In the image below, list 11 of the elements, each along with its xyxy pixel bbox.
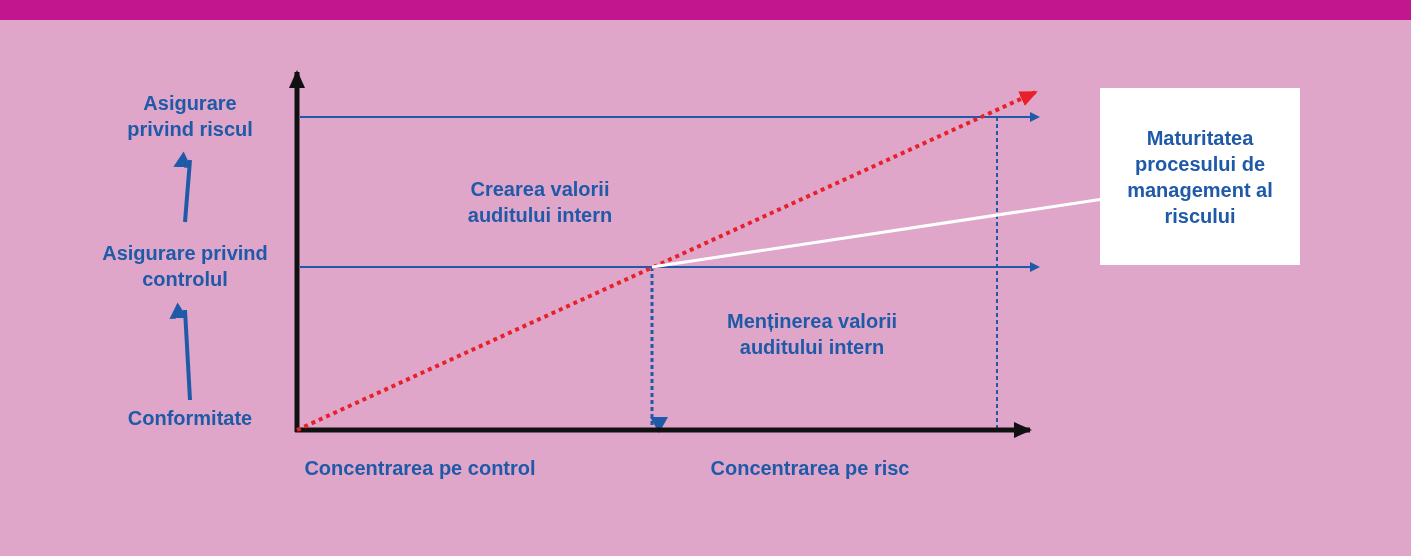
axis-label: Concentrarea pe control [303, 456, 537, 481]
arrow [169, 302, 192, 401]
region-label: Crearea valorii auditului intern [466, 177, 614, 228]
leader-line [651, 198, 1101, 269]
callout-box: Maturitatea procesului de management al riscului [1100, 88, 1300, 265]
axis-label: Concentrarea pe risc [709, 456, 911, 481]
level-label: Asigurare privind riscul [110, 76, 270, 156]
level-label: Conformitate [100, 404, 280, 432]
level-label: Asigurare privind controlul [100, 226, 270, 306]
arrow [173, 151, 192, 223]
region-label: Menținerea valorii auditului intern [725, 309, 899, 360]
